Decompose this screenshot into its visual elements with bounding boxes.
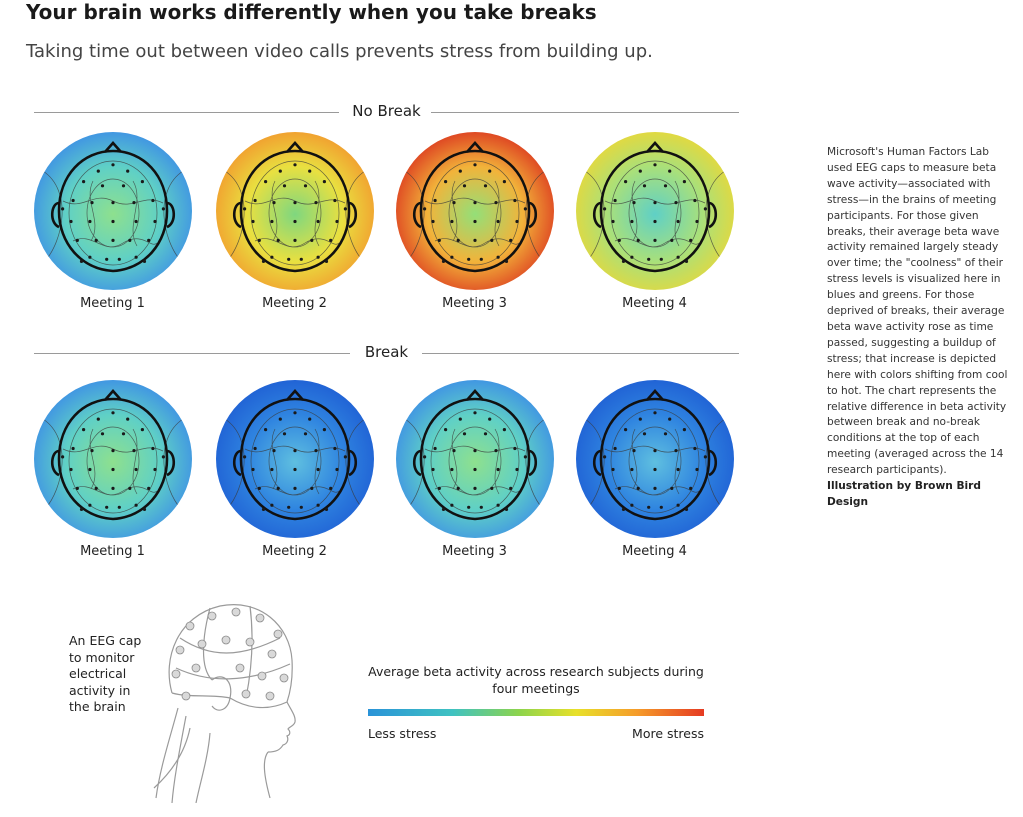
eeg-topography-map xyxy=(576,132,734,290)
eeg-topography-map xyxy=(216,132,374,290)
divider-line xyxy=(34,112,339,113)
map-caption: Meeting 3 xyxy=(442,544,507,559)
break-brain-maps: Meeting 1 Meeting 2 xyxy=(30,379,750,569)
eeg-topography-map xyxy=(34,380,192,538)
no-break-brain-maps: Meeting 1 Meeting 2 xyxy=(30,131,750,321)
map-caption: Meeting 1 xyxy=(80,296,145,311)
brain-map: Meeting 1 xyxy=(30,379,195,564)
map-caption: Meeting 3 xyxy=(442,296,507,311)
legend-high-label: More stress xyxy=(632,726,704,741)
explanation-text: Microsoft's Human Factors Lab used EEG c… xyxy=(827,145,1012,511)
map-caption: Meeting 4 xyxy=(622,296,687,311)
map-caption: Meeting 2 xyxy=(262,544,327,559)
divider-line xyxy=(431,112,739,113)
section-header-break: Break xyxy=(34,343,739,363)
brain-map: Meeting 2 xyxy=(212,131,377,316)
legend-low-label: Less stress xyxy=(368,726,437,741)
brain-map: Meeting 3 xyxy=(392,379,557,564)
eeg-topography-map xyxy=(216,380,374,538)
section-label: Break xyxy=(364,343,409,361)
divider-line xyxy=(34,353,350,354)
eeg-topography-map xyxy=(396,132,554,290)
map-caption: Meeting 1 xyxy=(80,544,145,559)
map-caption: Meeting 4 xyxy=(622,544,687,559)
map-caption: Meeting 2 xyxy=(262,296,327,311)
brain-map: Meeting 4 xyxy=(572,131,737,316)
page-title: Your brain works differently when you ta… xyxy=(26,0,597,24)
divider-line xyxy=(422,353,739,354)
eeg-cap-head-icon xyxy=(150,598,300,808)
eeg-cap-label: An EEG cap to monitor electrical activit… xyxy=(69,633,142,714)
legend-title: Average beta activity across research su… xyxy=(368,664,704,696)
brain-map: Meeting 3 xyxy=(392,131,557,316)
eeg-topography-map xyxy=(576,380,734,538)
brain-map: Meeting 1 xyxy=(30,131,195,316)
illustration-credit: Illustration by Brown Bird Design xyxy=(827,480,981,508)
section-header-no-break: No Break xyxy=(34,102,739,122)
brain-map: Meeting 4 xyxy=(572,379,737,564)
brain-map: Meeting 2 xyxy=(212,379,377,564)
explanation-body: Microsoft's Human Factors Lab used EEG c… xyxy=(827,146,1008,477)
page-subtitle: Taking time out between video calls prev… xyxy=(26,41,653,62)
eeg-topography-map xyxy=(34,132,192,290)
eeg-topography-map xyxy=(396,380,554,538)
stress-color-scale xyxy=(368,709,704,716)
section-label: No Break xyxy=(352,102,421,120)
